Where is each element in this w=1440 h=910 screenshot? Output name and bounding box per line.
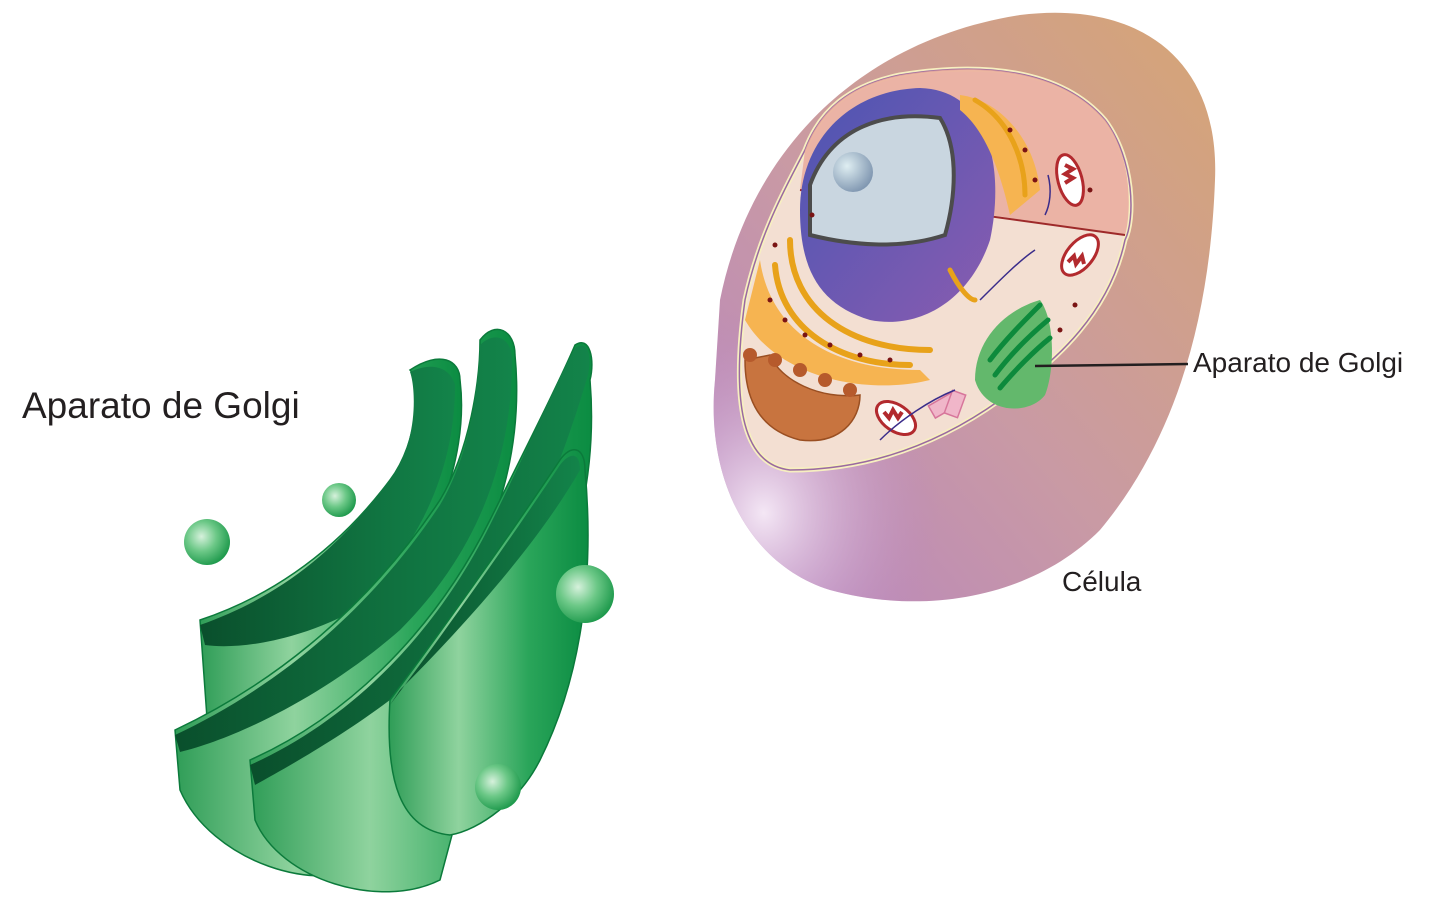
golgi-callout-line <box>1034 362 1189 368</box>
centrioles <box>927 389 967 420</box>
mitochondrion <box>1060 233 1100 277</box>
animal-cell <box>713 12 1216 602</box>
mitochondrion <box>1055 153 1085 207</box>
vesicle <box>184 519 230 565</box>
smooth-endoplasmic-reticulum <box>743 348 861 442</box>
cell-label: Célula <box>1062 566 1142 597</box>
vesicle <box>322 483 356 517</box>
nucleolus <box>833 152 873 192</box>
rough-endoplasmic-reticulum <box>745 95 1040 386</box>
vesicle <box>475 764 521 810</box>
vesicle <box>556 565 614 623</box>
golgi-callout-label: Aparato de Golgi <box>1193 347 1404 378</box>
cytoskeleton <box>879 174 1051 441</box>
golgi-apparatus-in-cell <box>975 300 1053 409</box>
ribosomes <box>767 127 1093 363</box>
mitochondrion <box>874 399 918 437</box>
golgi-enlarged-label: Aparato de Golgi <box>22 385 300 426</box>
golgi-apparatus-enlarged <box>174 328 593 893</box>
